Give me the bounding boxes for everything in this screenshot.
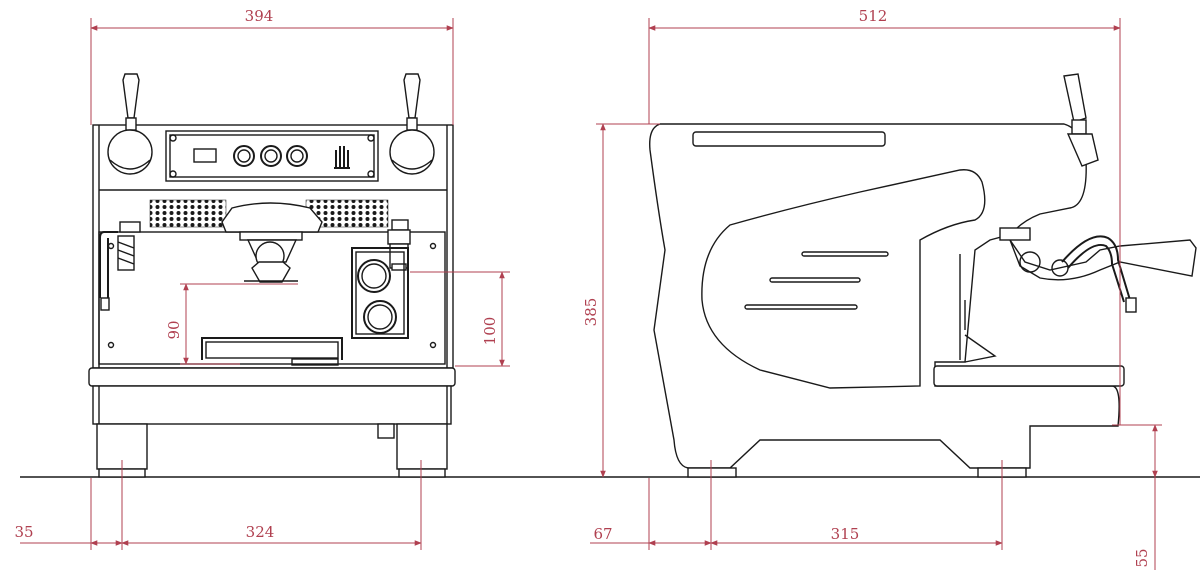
side-panel — [701, 169, 986, 389]
drip-tray-front — [201, 337, 343, 366]
front-tray-height-label: 90 — [165, 320, 183, 339]
left-steam-wand — [99, 221, 141, 311]
group-head — [221, 202, 323, 283]
left-vent-grill — [149, 199, 227, 228]
right-steam-knob — [389, 73, 435, 175]
side-steam-knob — [1063, 73, 1099, 167]
side-foot-offset-label: 67 — [593, 525, 612, 543]
dimension-lines — [20, 18, 1162, 570]
control-buttons — [233, 145, 308, 167]
side-tray-clearance-label: 55 — [1133, 548, 1151, 567]
side-feet — [687, 467, 1027, 478]
front-group-height-label: 100 — [481, 317, 499, 346]
front-base-top — [88, 367, 456, 387]
hand-logo-icon — [334, 146, 350, 169]
side-height-label: 385 — [582, 298, 600, 327]
side-depth-label: 512 — [859, 7, 888, 25]
portafilter — [999, 227, 1197, 281]
front-foot-offset-label: 35 — [14, 523, 33, 541]
side-steam-wand — [1061, 235, 1137, 313]
drip-tray-side — [933, 365, 1125, 387]
front-base — [92, 385, 452, 425]
front-width-label: 394 — [245, 7, 274, 25]
front-foot-spacing-label: 324 — [246, 523, 275, 541]
left-steam-knob — [107, 73, 153, 175]
display-screen — [193, 148, 217, 163]
side-panel-slots — [744, 251, 889, 310]
front-view — [88, 73, 456, 478]
cup-holder-panel — [351, 247, 409, 339]
right-dispenser — [387, 219, 411, 271]
side-foot-spacing-label: 315 — [831, 525, 860, 543]
side-view — [649, 73, 1197, 478]
control-panel — [165, 130, 379, 182]
